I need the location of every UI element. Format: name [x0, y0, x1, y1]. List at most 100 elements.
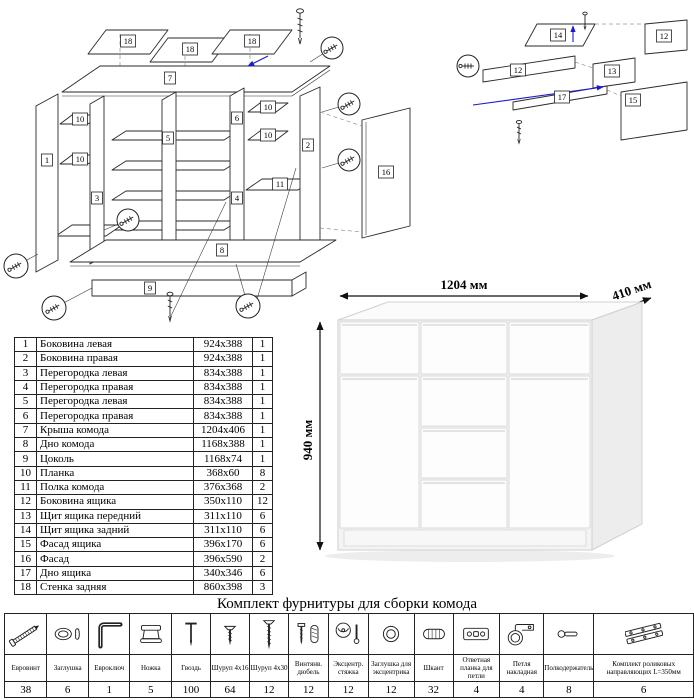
parts-size-cell: 311x110 [193, 522, 253, 539]
parts-qty-cell: 12 [252, 494, 273, 510]
screw-dowel-icon [288, 613, 329, 655]
svg-text:2: 2 [306, 140, 310, 150]
svg-text:18: 18 [186, 44, 195, 54]
hardware-item-name: Комплект роликовых направляющих L=350мм [593, 654, 694, 682]
parts-name-cell: Полка комода [36, 479, 194, 496]
hardware-item-qty: 1 [87, 681, 131, 698]
hardware-icons-row [3, 613, 694, 655]
parts-qty-cell: 3 [252, 580, 273, 596]
hardware-item-name: Евроключ [87, 654, 131, 682]
parts-qty-cell: 2 [252, 479, 273, 496]
svg-text:18: 18 [248, 36, 257, 46]
parts-qty-cell: 1 [252, 408, 273, 424]
hinge-icon [499, 613, 545, 655]
chest-fronts [339, 321, 591, 529]
height-dimension-label: 940 мм [300, 420, 315, 461]
parts-size-cell: 396x170 [193, 537, 253, 553]
hardware-item-name: Заглушка [46, 654, 89, 682]
svg-text:14: 14 [554, 30, 563, 40]
svg-text:15: 15 [629, 95, 638, 105]
drawer-side-panel-left [482, 55, 576, 83]
svg-text:10: 10 [264, 102, 273, 112]
parts-size-cell: 1168x388 [193, 437, 253, 453]
callout-screw-icon [103, 208, 140, 232]
parts-size-cell: 834x388 [193, 394, 253, 410]
part-number-label-17: 17 [554, 90, 570, 104]
svg-text:10: 10 [264, 130, 273, 140]
hardware-item-name: Ответная планка для петли [452, 654, 501, 682]
width-dimension-label: 1204 мм [441, 277, 488, 292]
parts-name-cell: Перегородка правая [36, 408, 194, 424]
parts-size-cell: 1204x406 [193, 422, 253, 439]
svg-text:4: 4 [235, 193, 240, 203]
parts-name-cell: Боковина ящика [36, 494, 194, 510]
partitions [89, 87, 245, 265]
parts-size-cell: 924x388 [193, 351, 253, 367]
part-number-label-18: 18 [244, 34, 260, 48]
chest-shadow [325, 550, 615, 562]
parts-size-cell: 860x398 [193, 580, 253, 596]
parts-size-cell: 376x368 [193, 479, 253, 496]
part-number-label-10: 10 [260, 100, 276, 114]
parts-name-cell: Стенка задняя [36, 580, 194, 596]
parts-name-cell: Щит ящика задний [36, 522, 194, 539]
parts-num-cell: 12 [14, 494, 37, 510]
parts-qty-cell: 1 [252, 451, 273, 467]
svg-text:7: 7 [168, 73, 172, 83]
hardware-item-name: Петля накладная [499, 654, 545, 682]
parts-qty-cell: 2 [252, 551, 273, 567]
hardware-item-qty: 4 [499, 681, 545, 698]
svg-text:9: 9 [148, 283, 152, 293]
parts-num-cell: 10 [14, 465, 37, 481]
hardware-item-name: Евровинт [3, 654, 48, 682]
parts-name-cell: Перегородка левая [36, 394, 194, 410]
hardware-item-qty: 12 [367, 681, 415, 698]
parts-name-cell: Крыша комода [36, 422, 194, 439]
shelf-support-icon [543, 613, 595, 655]
svg-text:13: 13 [608, 66, 617, 76]
cam-cap-icon [367, 613, 415, 655]
leg-icon [129, 613, 173, 655]
wood-dowel-icon [413, 613, 454, 655]
callout-screw-icon [235, 263, 261, 319]
hardware-item-qty: 64 [210, 681, 251, 698]
hardware-item-qty: 12 [327, 681, 369, 698]
hexkey-icon [87, 613, 131, 655]
parts-name-cell: Дно ящика [36, 565, 194, 582]
top-panel [61, 65, 331, 97]
screw-icon [296, 8, 304, 45]
screw-icon [515, 119, 523, 145]
callout-screw-icon [3, 253, 39, 279]
callout-screw-icon [321, 148, 361, 172]
svg-text:16: 16 [382, 167, 391, 177]
parts-size-cell: 368x60 [193, 465, 253, 481]
parts-size-cell: 340x346 [193, 565, 253, 582]
parts-size-cell: 1168x74 [193, 451, 253, 467]
parts-qty-cell: 6 [252, 565, 273, 582]
part-number-label-10: 10 [260, 128, 276, 142]
parts-qty-cell: 1 [252, 336, 273, 353]
parts-num-cell: 9 [14, 451, 37, 467]
parts-qty-cell: 1 [252, 351, 273, 367]
parts-name-cell: Фасад [36, 551, 194, 567]
chest-plinth [343, 529, 587, 547]
part-number-label-18: 18 [182, 42, 198, 56]
hardware-item-qty: 5 [129, 681, 173, 698]
parts-name-cell: Фасад ящика [36, 537, 194, 553]
parts-num-cell: 13 [14, 508, 37, 524]
hardware-item-qty: 12 [288, 681, 329, 698]
hardware-item-qty: 4 [452, 681, 501, 698]
plinth-panel [91, 271, 307, 297]
hardware-item-qty: 12 [249, 681, 290, 698]
parts-qty-cell: 1 [252, 437, 273, 453]
svg-text:8: 8 [220, 245, 224, 255]
parts-qty-cell: 1 [252, 422, 273, 439]
